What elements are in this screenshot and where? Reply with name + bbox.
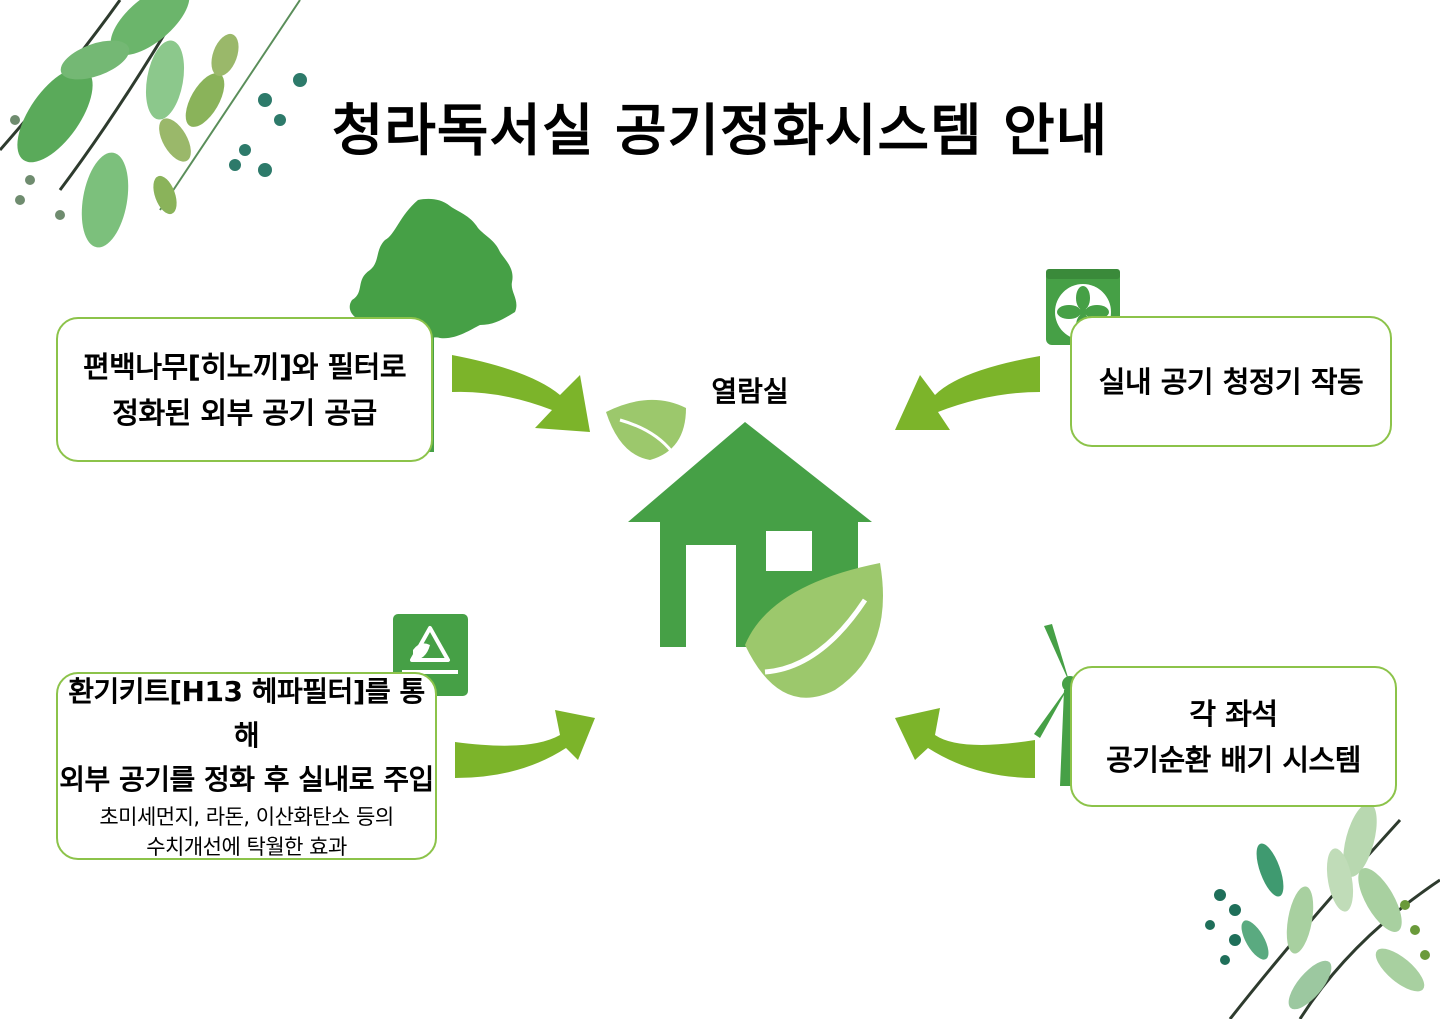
box-line: 외부 공기를 정화 후 실내로 주입 — [59, 763, 434, 796]
box-line: 각 좌석 — [1189, 696, 1278, 731]
foliage-top-left — [0, 0, 307, 248]
box-line: 정화된 외부 공기 공급 — [112, 395, 377, 430]
reading-room-label: 열람실 — [711, 375, 789, 408]
box-air-purifier: 실내 공기 청정기 작동 — [1070, 316, 1392, 447]
box-line: 실내 공기 청정기 작동 — [1098, 364, 1364, 399]
box-note: 초미세먼지, 라돈, 이산화탄소 등의 — [99, 805, 394, 829]
box-seat-exhaust: 각 좌석 공기순환 배기 시스템 — [1070, 666, 1397, 807]
arrow-top-right — [895, 356, 1040, 430]
box-line: 환기키트[H13 헤파필터]를 통해 — [68, 675, 425, 752]
box-line: 공기순환 배기 시스템 — [1106, 742, 1361, 777]
arrow-top-left — [452, 355, 590, 432]
box-outside-air-supply: 편백나무[히노끼]와 필터로 정화된 외부 공기 공급 — [56, 317, 433, 462]
arrow-bottom-right — [895, 708, 1035, 778]
big-leaf-icon — [745, 563, 883, 698]
arrow-bottom-left — [455, 710, 595, 778]
box-line: 편백나무[히노끼]와 필터로 — [82, 349, 407, 384]
foliage-bottom-right — [1205, 803, 1440, 1019]
box-note: 수치개선에 탁월한 효과 — [146, 835, 347, 859]
page-title: 청라독서실 공기정화시스템 안내 — [331, 99, 1109, 164]
box-ventilation-kit: 환기키트[H13 헤파필터]를 통해 외부 공기를 정화 후 실내로 주입 초미… — [56, 672, 437, 860]
leaf-icon — [606, 399, 686, 460]
